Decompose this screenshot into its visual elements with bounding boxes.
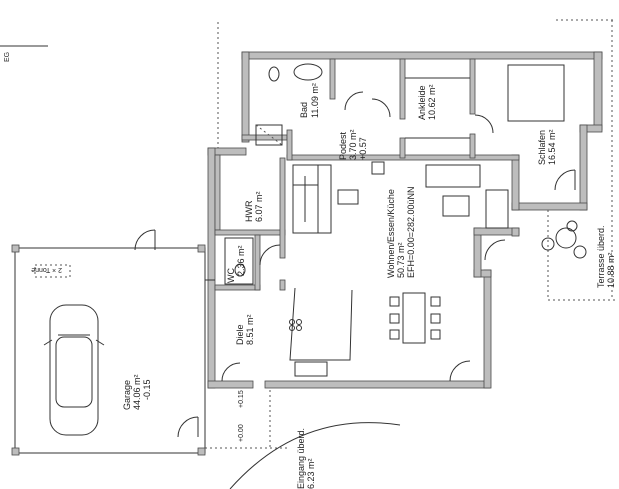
level-garage: -0.15 [142, 379, 152, 400]
kitchen-counter [289, 287, 353, 377]
room-area-wohnen: 50.73 m² [396, 242, 406, 278]
room-area-bad: 11.09 m² [310, 83, 320, 118]
level-podest: +0.57 [358, 137, 368, 160]
floor-label: EG [4, 52, 11, 62]
garage-outline [11, 244, 215, 456]
room-area-terrasse: 10.88 m² [606, 252, 616, 288]
room-area-hwr: 6.07 m² [254, 191, 264, 222]
room-label-wc: WC [226, 268, 236, 283]
room-label-bad: Bad [299, 102, 309, 118]
room-label-diele: Diele [235, 324, 245, 345]
living-furniture [389, 164, 509, 344]
room-area-schlafen: 16.54 m² [547, 129, 557, 165]
room-label-wohnen: Wohnen/Essen/Küche [386, 189, 396, 278]
level-efh: EFH=0.00=282.00üNN [406, 186, 416, 278]
room-area-eingang: 6.23 m² [306, 458, 316, 489]
level-plus-015: +0.15 [238, 390, 245, 408]
bathroom-fixtures [255, 63, 323, 146]
bed-icon [507, 64, 565, 122]
house-walls [207, 51, 603, 389]
level-zero: +0.00 [238, 424, 245, 442]
bin-label: 2 × Tonne [31, 266, 62, 273]
room-label-garage: Garage [122, 380, 132, 410]
room-area-garage: 44.06 m² [132, 374, 142, 410]
staircase [224, 161, 385, 285]
door-swings [134, 91, 576, 438]
room-label-terrasse: Terrasse überd. [596, 225, 606, 288]
path-curve [229, 422, 401, 489]
room-label-schlafen: Schlafen [537, 130, 547, 165]
room-area-wc: 2.36 m² [236, 245, 246, 276]
bin-area [34, 264, 71, 278]
room-area-podest: 3.70 m² [348, 129, 358, 160]
room-label-eingang: Eingang überd. [296, 428, 306, 489]
room-label-podest: Podest [338, 131, 348, 160]
room-area-ankleide: 10.62 m² [427, 84, 437, 120]
room-label-hwr: HWR [244, 200, 254, 222]
car-icon [43, 304, 105, 436]
room-label-ankleide: Ankleide [417, 85, 427, 120]
wardrobe [405, 77, 470, 139]
room-area-diele: 8.51 m² [245, 314, 255, 345]
terrace-plants [541, 220, 587, 259]
